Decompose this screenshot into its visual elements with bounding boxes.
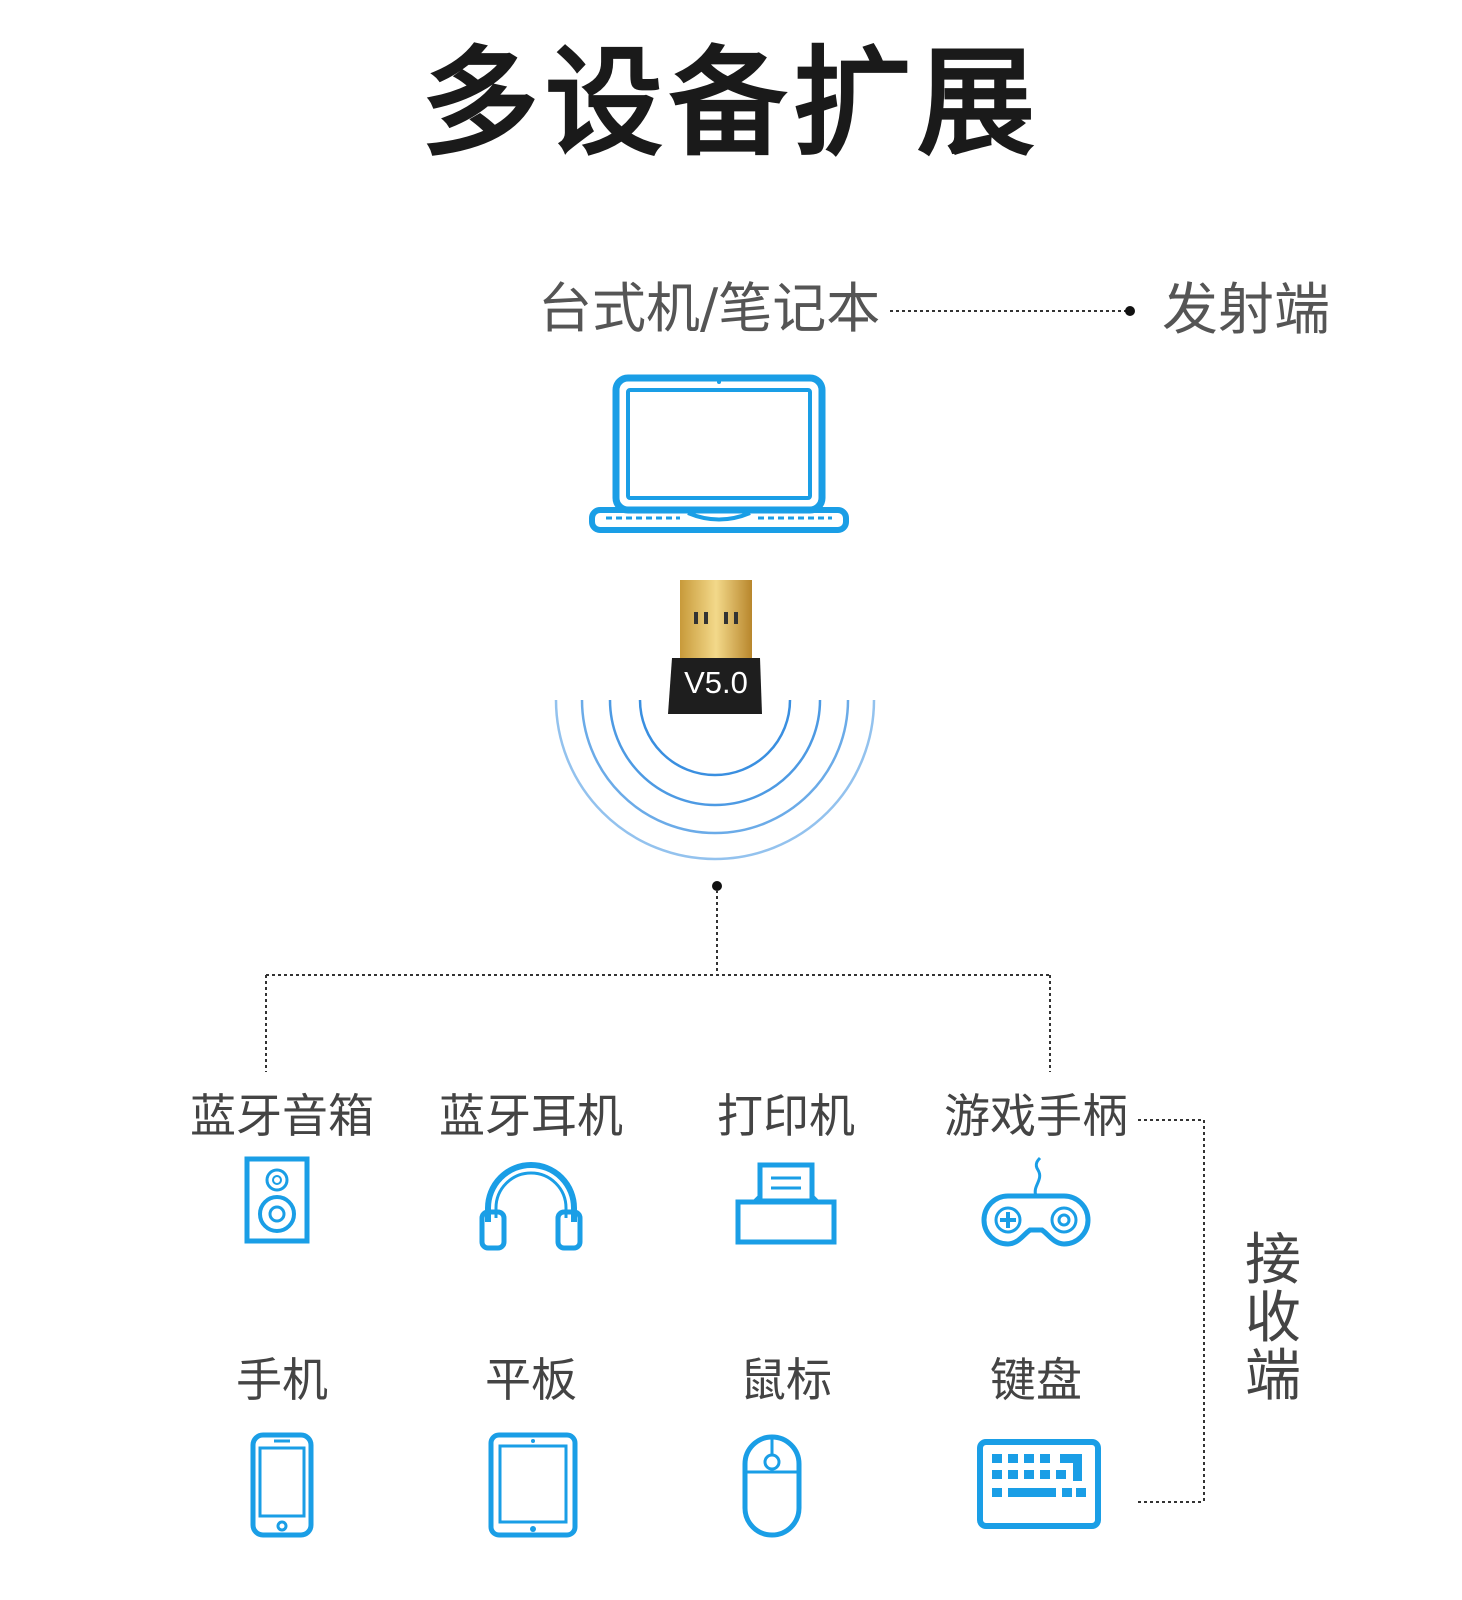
headphones-icon	[479, 1162, 583, 1251]
receiver-label: 接 收 端	[1238, 1232, 1308, 1406]
device-label-phone: 手机	[236, 1353, 328, 1407]
device-label-printer: 打印机	[717, 1089, 855, 1143]
device-label-keyboard: 键盘	[990, 1353, 1082, 1407]
adapter-version-badge: V5.0	[684, 665, 748, 700]
device-label-headphones: 蓝牙耳机	[439, 1089, 623, 1143]
receiver-label-char: 接	[1245, 1228, 1301, 1293]
device-label-gamepad: 游戏手柄	[944, 1089, 1128, 1143]
transmitter-label: 发射端	[1162, 278, 1330, 343]
page-title: 多设备扩展	[420, 34, 1041, 172]
mouse-icon	[742, 1434, 802, 1538]
signal-waves-icon	[554, 699, 876, 861]
keyboard-icon	[977, 1439, 1101, 1529]
laptop-icon	[589, 374, 849, 533]
phone-icon	[250, 1432, 314, 1538]
device-label-tablet: 平板	[485, 1353, 577, 1407]
speaker-icon	[244, 1156, 310, 1244]
host-label: 台式机/笔记本	[538, 277, 881, 340]
receiver-label-char: 收	[1245, 1286, 1301, 1351]
transmitter-connector	[890, 306, 1135, 316]
device-label-mouse: 鼠标	[740, 1353, 832, 1407]
printer-icon	[735, 1162, 837, 1245]
tablet-icon	[488, 1432, 578, 1538]
receiver-label-char: 端	[1245, 1344, 1301, 1409]
bluetooth-adapter-icon	[668, 580, 762, 714]
device-label-speaker: 蓝牙音箱	[190, 1089, 374, 1143]
gamepad-icon	[981, 1156, 1091, 1247]
